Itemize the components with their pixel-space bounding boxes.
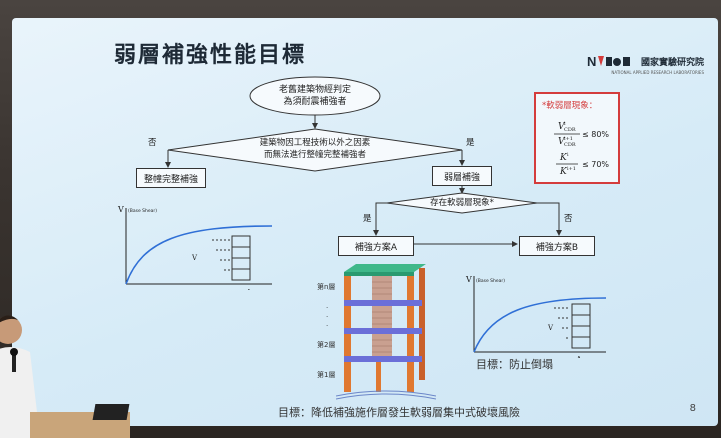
svg-text:i+1: i+1 <box>567 166 576 172</box>
logo-subtitle: NATIONAL APPLIED RESEARCH LABORATORIES <box>611 70 704 75</box>
decision-1-text: 建築物因工程技術以外之因素 而無法進行整幢完整補強者 <box>259 138 371 160</box>
svg-text:CDR: CDR <box>564 127 576 133</box>
svg-text:V: V <box>547 324 554 332</box>
frame-sketch-left <box>212 235 251 281</box>
svg-text:V: V <box>191 254 198 262</box>
ratio2-numerator: K <box>559 153 568 163</box>
full-retrofit-node: 整幢完整補強 <box>136 168 206 188</box>
soft-story-formulas: V i CDR V i+1 CDR ≤ 80% K i K i+1 ≤ 70% <box>554 121 609 177</box>
goal-plan-a: 目標：降低補強施作層發生軟弱層集中式破壞風險 <box>278 406 520 419</box>
svg-text:Δ: Δ <box>576 355 582 358</box>
page-number: 8 <box>689 403 696 414</box>
frame-sketch-right <box>554 303 591 349</box>
slide-title: 弱層補強性能目標 <box>114 43 307 68</box>
presentation-slide: 弱層補強性能目標 N 國家實驗研究院 NATIONAL APPLIED RESE… <box>12 18 718 426</box>
floor-dots: · · · <box>326 304 329 330</box>
svg-text:V: V <box>465 275 472 284</box>
start-node-text: 老舊建築物經判定 為須耐震補強者 <box>278 85 351 107</box>
soft-story-criteria-box: *軟弱層現象： V i CDR V i+1 CDR ≤ 80% K i K i+… <box>534 92 620 184</box>
floor-n-label: 第n層 <box>317 283 336 291</box>
svg-text:V: V <box>117 205 124 214</box>
laptop <box>92 404 130 420</box>
pushover-curve-right: V (Base Shear) V Δ roof <box>465 275 607 358</box>
decision-1-no-label: 否 <box>148 138 157 148</box>
ratio2-limit: ≤ 70% <box>582 160 609 169</box>
soft-story-title: *軟弱層現象： <box>542 101 598 111</box>
plan-b-node: 補強方案B <box>519 236 595 256</box>
svg-text:(Base Shear): (Base Shear) <box>128 208 157 214</box>
building-model <box>336 264 436 400</box>
ratio1-denominator: V <box>558 137 566 147</box>
plan-a-node: 補強方案A <box>338 236 414 256</box>
decision-2-text: 存在軟弱層現象* <box>430 198 494 208</box>
flowchart-connectors <box>165 76 562 247</box>
narl-logo: N 國家實驗研究院 <box>587 54 704 68</box>
capacity-curve-left <box>125 225 273 285</box>
decision-2-no-label: 否 <box>564 214 573 224</box>
svg-text:CDR: CDR <box>564 142 576 148</box>
decision-1-yes-label: 是 <box>466 138 475 148</box>
decision-2-yes-label: 是 <box>363 214 372 224</box>
logo-org-name: 國家實驗研究院 <box>640 57 704 68</box>
svg-text:i: i <box>564 121 566 127</box>
svg-text:(Base Shear): (Base Shear) <box>476 278 505 284</box>
decision-diamond-1 <box>167 128 463 172</box>
svg-text:i: i <box>567 152 569 158</box>
svg-text:N: N <box>587 54 596 68</box>
capacity-curve-right <box>473 297 607 353</box>
decision-diamond-2 <box>386 192 538 214</box>
ratio1-numerator: V <box>558 122 566 132</box>
floor-1-label: 第1層 <box>317 371 336 379</box>
narl-logo-icon: N <box>587 54 630 68</box>
ratio2-denominator: K <box>559 167 568 177</box>
svg-text:i+1: i+1 <box>564 136 573 142</box>
weak-story-retrofit-node: 弱層補強 <box>432 166 492 186</box>
svg-text:Δ: Δ <box>246 288 252 290</box>
floor-2-label: 第2層 <box>317 341 336 349</box>
goal-plan-b: 目標：防止倒塌 <box>476 358 553 371</box>
ratio1-limit: ≤ 80% <box>582 130 609 139</box>
pushover-curve-left: V (Base Shear) V Δ roof <box>117 205 273 290</box>
